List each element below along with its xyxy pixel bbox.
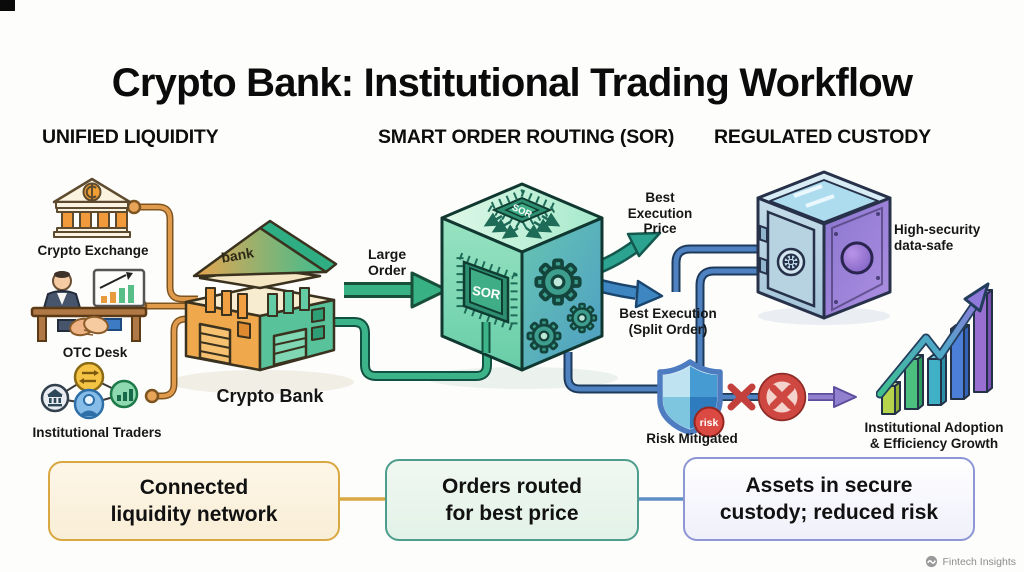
institutional-traders-label: Institutional Traders [32, 425, 162, 440]
crypto-exchange-icon [52, 177, 132, 238]
bank-shadow [170, 370, 354, 394]
mitigated-arrow [808, 386, 857, 408]
risk-mitigated-label: Risk Mitigated [646, 431, 738, 446]
section-header-unified-liquidity: UNIFIED LIQUIDITY [42, 126, 219, 148]
prohibition-icon [757, 372, 807, 422]
bank-sign-text: bank [220, 244, 255, 265]
institutional-traders-icon [40, 362, 139, 420]
chip-pins [480, 189, 564, 232]
gear-icon [534, 258, 582, 306]
page-title: Crypto Bank: Institutional Trading Workf… [111, 60, 913, 105]
brand-watermark: Fintech Insights [925, 555, 1016, 568]
best-execution-split-label: Best Execution (Split Order) [619, 306, 717, 337]
risk-shield-icon: risk [657, 359, 725, 438]
corner-mark [0, 0, 15, 11]
chip-pins [456, 250, 518, 334]
section-header-smart-order-routing: SMART ORDER ROUTING (SOR) [378, 126, 675, 148]
large-order-arrow [344, 271, 449, 309]
data-safe-label: High-security data-safe [894, 222, 981, 253]
large-order-label: Large Order [368, 246, 407, 279]
risk-badge [693, 406, 725, 438]
growth-chart-icon [876, 282, 993, 415]
sor-engine-cube: SOR SOR [440, 182, 604, 372]
risk-badge-text: risk [700, 417, 719, 429]
crypto-bank-label: Crypto Bank [216, 386, 324, 406]
sor-chip-side-text: SOR [471, 283, 502, 303]
otc-desk-label: OTC Desk [62, 345, 128, 360]
otc-desk-icon [30, 268, 148, 342]
crypto-exchange-label: Crypto Exchange [37, 243, 149, 258]
best-execution-price-label: Best Execution Price [627, 190, 693, 237]
summary-box-routing: Orders routed for best price [385, 459, 639, 541]
crypto-bank-icon: bank [184, 219, 338, 372]
summary-box-custody: Assets in secure custody; reduced risk [683, 457, 975, 541]
cross-out-icon [727, 383, 756, 411]
brand-logo-icon [926, 555, 938, 568]
summary-box-liquidity: Connected liquidity network [48, 461, 340, 541]
bank-to-sor-pipe [332, 317, 492, 381]
brand-name: Fintech Insights [942, 555, 1016, 568]
section-header-regulated-custody: REGULATED CUSTODY [714, 126, 931, 148]
gear-icon [526, 318, 562, 354]
growth-label: Institutional Adoption & Efficiency Grow… [864, 420, 1004, 451]
custody-vault-icon [756, 170, 892, 325]
